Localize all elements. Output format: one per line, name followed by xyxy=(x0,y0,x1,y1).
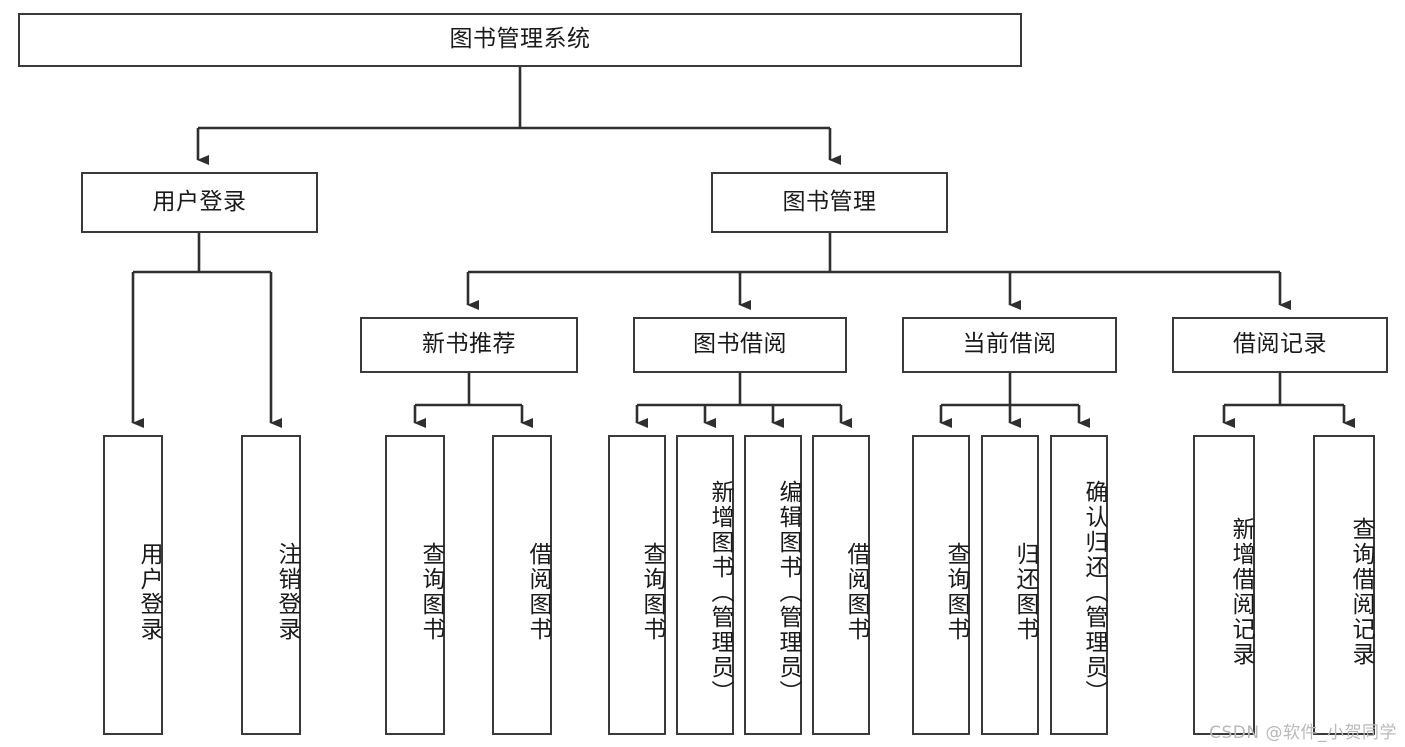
leaf-recommend-query-book[interactable]: 查询图书 xyxy=(385,435,445,735)
node-root-book-management-system[interactable]: 图书管理系统 xyxy=(18,13,1022,67)
leaf-recommend-borrow-book[interactable]: 借阅图书 xyxy=(492,435,552,735)
leaf-borrow-add-book-admin[interactable]: 新增图书（管理员） xyxy=(676,435,734,735)
node-label: 借阅图书 xyxy=(525,542,551,642)
node-new-book-recommendation[interactable]: 新书推荐 xyxy=(360,317,578,373)
node-label: 编辑图书（管理员） xyxy=(775,479,801,705)
node-label: 图书管理 xyxy=(782,188,877,215)
node-borrowing-record[interactable]: 借阅记录 xyxy=(1172,317,1388,373)
node-book-borrowing[interactable]: 图书借阅 xyxy=(633,317,847,373)
node-user-login[interactable]: 用户登录 xyxy=(81,172,318,233)
leaf-borrow-edit-book-admin[interactable]: 编辑图书（管理员） xyxy=(744,435,802,735)
node-current-borrowing[interactable]: 当前借阅 xyxy=(902,317,1117,373)
node-label: 图书管理系统 xyxy=(449,26,591,53)
node-label: 确认归还（管理员） xyxy=(1081,479,1107,705)
watermark-text: CSDN @软件_小贺同学 xyxy=(1209,723,1397,743)
leaf-user-login[interactable]: 用户登录 xyxy=(103,435,163,735)
node-label: 图书借阅 xyxy=(693,331,787,358)
node-label: 用户登录 xyxy=(152,188,247,215)
leaf-logout[interactable]: 注销登录 xyxy=(241,435,301,735)
leaf-borrow-query-book[interactable]: 查询图书 xyxy=(608,435,666,735)
leaf-record-add-record[interactable]: 新增借阅记录 xyxy=(1193,435,1255,735)
leaf-current-return-book[interactable]: 归还图书 xyxy=(981,435,1039,735)
leaf-record-query-record[interactable]: 查询借阅记录 xyxy=(1313,435,1375,735)
node-label: 借阅图书 xyxy=(843,542,869,642)
node-label: 查询借阅记录 xyxy=(1348,517,1374,667)
node-label: 新增图书（管理员） xyxy=(707,479,733,705)
node-label: 查询图书 xyxy=(639,542,665,642)
node-label: 查询图书 xyxy=(418,542,444,642)
node-label: 新增借阅记录 xyxy=(1228,517,1254,667)
leaf-current-confirm-return-admin[interactable]: 确认归还（管理员） xyxy=(1050,435,1108,735)
node-label: 归还图书 xyxy=(1012,542,1038,642)
node-label: 注销登录 xyxy=(274,542,300,642)
node-book-management[interactable]: 图书管理 xyxy=(711,172,948,233)
node-label: 用户登录 xyxy=(136,542,162,642)
node-label: 当前借阅 xyxy=(962,331,1057,358)
node-label: 借阅记录 xyxy=(1233,331,1327,358)
node-label: 新书推荐 xyxy=(422,331,516,358)
node-label: 查询图书 xyxy=(943,542,969,642)
leaf-current-query-book[interactable]: 查询图书 xyxy=(912,435,970,735)
leaf-borrow-borrow-book[interactable]: 借阅图书 xyxy=(812,435,870,735)
